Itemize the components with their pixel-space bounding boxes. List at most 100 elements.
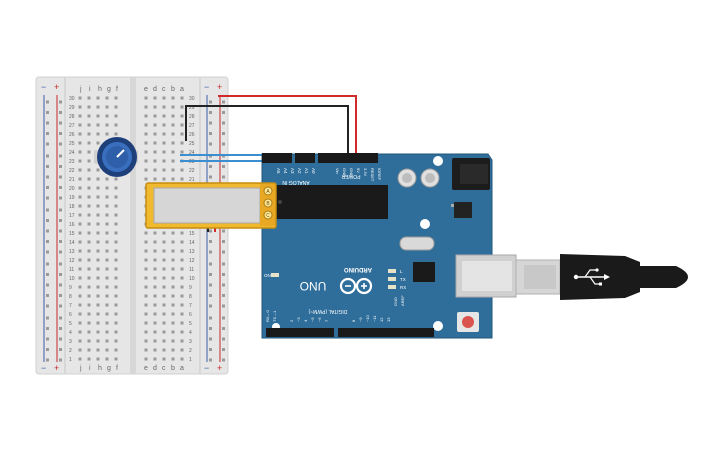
breadboard-hole (96, 132, 100, 136)
row-number: 14 (69, 240, 75, 246)
rail-hole (222, 132, 225, 135)
breadboard-hole (114, 294, 118, 298)
breadboard-hole (105, 348, 109, 352)
row-number: 18 (69, 204, 75, 210)
breadboard-hole (144, 258, 148, 262)
breadboard-hole (180, 123, 184, 127)
row-number: 21 (189, 177, 195, 183)
rail-hole (46, 304, 49, 308)
lcd-module[interactable]: A B C (145, 182, 277, 229)
breadboard-hole (153, 132, 157, 136)
breadboard-hole (162, 141, 166, 145)
row-number: 20 (69, 186, 75, 192)
breadboard-hole (87, 159, 91, 163)
rail-hole (222, 240, 225, 243)
breadboard-hole (96, 204, 100, 208)
rail-hole (46, 186, 49, 189)
breadboard-holes (46, 96, 225, 362)
rail-hole (209, 304, 212, 308)
rail-hole (46, 154, 49, 158)
pin-label: A4 (283, 168, 288, 174)
breadboard-hole (114, 357, 118, 361)
breadboard-hole (180, 141, 184, 145)
breadboard-hole (105, 267, 109, 271)
rail-hole (209, 294, 212, 297)
potentiometer[interactable] (94, 137, 138, 177)
row-number: 26 (189, 132, 195, 138)
breadboard-hole (162, 294, 166, 298)
rail-hole (46, 273, 49, 276)
rail-hole (222, 262, 225, 266)
breadboard-hole (105, 303, 109, 307)
usb-cable[interactable] (515, 254, 688, 300)
row-number: 27 (69, 123, 75, 129)
breadboard-hole (144, 132, 148, 136)
breadboard-hole (171, 339, 175, 343)
column-letter: d (153, 365, 157, 372)
row-number: 24 (69, 150, 75, 156)
breadboard-hole (114, 186, 118, 190)
breadboard-hole (162, 249, 166, 253)
breadboard-hole (87, 141, 91, 145)
breadboard-hole (171, 294, 175, 298)
breadboard-hole (105, 186, 109, 190)
breadboard-hole (153, 249, 157, 253)
breadboard-hole (96, 105, 100, 109)
breadboard-hole (105, 330, 109, 334)
breadboard-hole (153, 240, 157, 244)
breadboard-hole (78, 294, 82, 298)
breadboard-hole (87, 357, 91, 361)
rail-hole (59, 154, 62, 158)
reset-button[interactable] (457, 312, 479, 332)
pin-label: 7 (324, 319, 329, 322)
row-number: 25 (189, 141, 195, 147)
rail-hole (59, 348, 62, 351)
breadboard-hole (144, 141, 148, 145)
row-number: 28 (69, 114, 75, 120)
breadboard-hole (114, 204, 118, 208)
row-number: 2 (189, 348, 192, 354)
breadboard-hole (153, 303, 157, 307)
rail-hole (222, 165, 225, 168)
wire-black-gnd[interactable] (185, 105, 349, 158)
breadboard-hole (180, 294, 184, 298)
breadboard-hole (180, 168, 184, 172)
breadboard-hole (105, 114, 109, 118)
wire-red-5v[interactable] (218, 95, 357, 158)
breadboard-hole (87, 177, 91, 181)
breadboard-hole (144, 105, 148, 109)
arduino-uno-board[interactable]: POWER ANALOG IN IOREF RESET 3.3V 5V GND … (261, 153, 517, 339)
breadboard-hole (144, 249, 148, 253)
breadboard-hole (162, 132, 166, 136)
breadboard-hole (144, 150, 148, 154)
rail-hole (209, 348, 212, 351)
breadboard-hole (78, 213, 82, 217)
rail-hole (209, 250, 212, 254)
breadboard-hole (78, 159, 82, 163)
breadboard-hole (114, 285, 118, 289)
row-number: 5 (189, 321, 192, 327)
row-number: 7 (69, 303, 72, 309)
rail-hole (46, 229, 49, 233)
led-rx (388, 285, 396, 289)
column-letter: a (180, 86, 184, 93)
row-number: 9 (189, 285, 192, 291)
rail-hole (59, 121, 62, 125)
breadboard[interactable]: − + − + − + − + j i h g f e d c b a j i … (35, 76, 229, 375)
breadboard-hole (153, 285, 157, 289)
breadboard-hole (87, 231, 91, 235)
row-number: 8 (69, 294, 72, 300)
breadboard-hole (105, 276, 109, 280)
rail-hole (59, 196, 62, 200)
breadboard-hole (144, 240, 148, 244)
rail-hole (59, 219, 62, 222)
pin-label: 4 (303, 319, 308, 322)
breadboard-hole (171, 312, 175, 316)
pin-label: AREF (400, 295, 405, 306)
breadboard-hole (78, 114, 82, 118)
column-letter: c (162, 365, 166, 372)
breadboard-hole (96, 294, 100, 298)
rail-hole (222, 337, 225, 341)
breadboard-hole (144, 285, 148, 289)
breadboard-hole (144, 303, 148, 307)
